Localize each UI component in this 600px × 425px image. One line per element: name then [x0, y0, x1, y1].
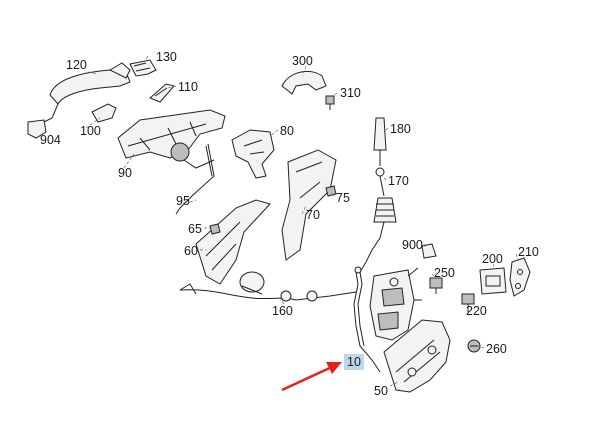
callout-95: 95 — [176, 194, 190, 208]
bracket-bolt — [325, 95, 335, 110]
callout-904: 904 — [40, 133, 61, 147]
striker-screw — [461, 293, 475, 312]
handle-carrier — [117, 109, 226, 169]
striker-plate — [509, 257, 531, 297]
lock-screw — [429, 277, 443, 294]
handle-clip — [129, 59, 157, 77]
callout-900: 900 — [402, 238, 423, 252]
callout-100: 100 — [80, 124, 101, 138]
callout-90: 90 — [118, 166, 132, 180]
striker-bracket — [281, 70, 327, 95]
callout-75: 75 — [336, 191, 350, 205]
callout-210: 210 — [518, 245, 539, 259]
callout-50: 50 — [374, 384, 388, 398]
lower-cover — [195, 199, 271, 285]
door-lock-assembly — [369, 243, 437, 341]
actuating-rod — [175, 143, 215, 215]
handle-seal — [149, 83, 175, 103]
trim-clip — [325, 185, 337, 197]
lock-cover-plate — [383, 319, 451, 393]
callout-180: 180 — [390, 122, 411, 136]
end-cap — [27, 119, 47, 139]
callout-70: 70 — [306, 208, 320, 222]
callout-250: 250 — [434, 266, 455, 280]
callout-220: 220 — [466, 304, 487, 318]
inner-trim-cover — [281, 149, 337, 261]
callout-65: 65 — [188, 222, 202, 236]
lock-knob — [373, 117, 387, 166]
door-striker — [479, 267, 507, 295]
callout-80: 80 — [280, 124, 294, 138]
callout-300: 300 — [292, 54, 313, 68]
release-cable — [179, 271, 357, 302]
callout-120: 120 — [66, 58, 87, 72]
highlight-arrow — [281, 362, 342, 392]
leader-lines — [85, 55, 519, 387]
callout-200: 200 — [482, 252, 503, 266]
callout-110: 110 — [178, 80, 198, 94]
outer-door-handle — [39, 62, 131, 125]
lock-cover — [91, 103, 117, 123]
callout-310: 310 — [340, 86, 361, 100]
cylinder-bracket — [231, 129, 275, 179]
callout-60: 60 — [184, 244, 198, 258]
callout-10-highlighted: 10 — [344, 354, 364, 370]
cover-screw — [467, 339, 481, 353]
callout-130: 130 — [156, 50, 177, 64]
lock-cable — [353, 266, 381, 373]
callout-170: 170 — [388, 174, 409, 188]
cover-clip — [209, 223, 221, 235]
bowden-cable — [359, 167, 397, 273]
callout-160: 160 — [272, 304, 293, 318]
callout-260: 260 — [486, 342, 507, 356]
